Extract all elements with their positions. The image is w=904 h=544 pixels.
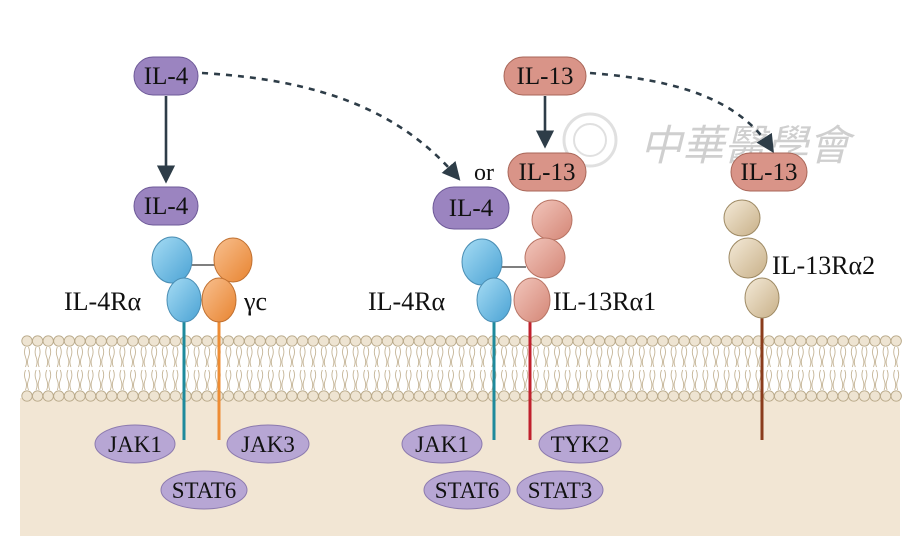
stat6-mid-oval: STAT6 bbox=[423, 470, 511, 510]
il13ra2-domain-1 bbox=[723, 199, 761, 237]
svg-text:IL-13: IL-13 bbox=[517, 63, 574, 90]
il13ra1-domain-3 bbox=[513, 277, 551, 323]
cytoplasm-area bbox=[20, 398, 900, 536]
il4-bound-mid-ligand: IL-4 bbox=[432, 186, 510, 230]
svg-text:IL-4: IL-4 bbox=[449, 195, 494, 222]
il13ra2-label: IL-13Rα2 bbox=[772, 251, 875, 280]
il13ra1-domain-2 bbox=[524, 237, 566, 279]
il4ra-left-domain-2 bbox=[166, 277, 202, 323]
il13-bound-right-ligand: IL-13 bbox=[730, 152, 808, 192]
or-label: or bbox=[474, 160, 494, 186]
lipid-bilayer-membrane bbox=[21, 335, 902, 402]
il13ra1-label: IL-13Rα1 bbox=[553, 287, 656, 316]
jak1-left-oval: JAK1 bbox=[94, 424, 176, 464]
jak3-oval: JAK3 bbox=[226, 424, 310, 464]
il4ra-left-label: IL-4Rα bbox=[64, 287, 142, 316]
il13-to-il13ra2-dashed-arrow bbox=[589, 71, 774, 154]
gamma-c-label: γc bbox=[243, 287, 267, 316]
svg-text:STAT3: STAT3 bbox=[528, 478, 593, 503]
tyk2-oval: TYK2 bbox=[538, 424, 622, 464]
il13ra2-domain-2 bbox=[728, 237, 768, 279]
il4ra-left-domain-1 bbox=[151, 236, 193, 284]
svg-text:JAK1: JAK1 bbox=[415, 432, 469, 457]
svg-text:IL-4: IL-4 bbox=[144, 63, 189, 90]
svg-text:STAT6: STAT6 bbox=[435, 478, 500, 503]
svg-text:STAT6: STAT6 bbox=[172, 478, 237, 503]
svg-text:JAK3: JAK3 bbox=[241, 432, 295, 457]
il4-bound-left-ligand: IL-4 bbox=[133, 186, 199, 226]
il13-top-ligand: IL-13 bbox=[503, 56, 587, 96]
il4-to-il13r-dashed-arrow bbox=[201, 71, 461, 181]
svg-text:IL-13: IL-13 bbox=[519, 159, 576, 186]
stat3-oval: STAT3 bbox=[516, 470, 604, 510]
il13ra1-domain-1 bbox=[531, 199, 573, 241]
il4ra-mid-label: IL-4Rα bbox=[368, 287, 446, 316]
jak1-mid-oval: JAK1 bbox=[401, 424, 483, 464]
svg-text:IL-13: IL-13 bbox=[741, 159, 798, 186]
watermark-seal-icon bbox=[562, 112, 618, 168]
svg-text:IL-4: IL-4 bbox=[144, 193, 189, 220]
il13ra2-domain-3 bbox=[744, 277, 780, 319]
gamma-c-domain-2 bbox=[201, 277, 237, 323]
il4ra-mid-domain-2 bbox=[476, 277, 512, 323]
svg-text:JAK1: JAK1 bbox=[108, 432, 162, 457]
il13-bound-mid-ligand: IL-13 bbox=[507, 152, 587, 192]
stat6-left-oval: STAT6 bbox=[160, 470, 248, 510]
gamma-c-domain-1 bbox=[213, 237, 253, 283]
il4-top-ligand: IL-4 bbox=[133, 56, 199, 96]
svg-text:TYK2: TYK2 bbox=[551, 432, 610, 457]
